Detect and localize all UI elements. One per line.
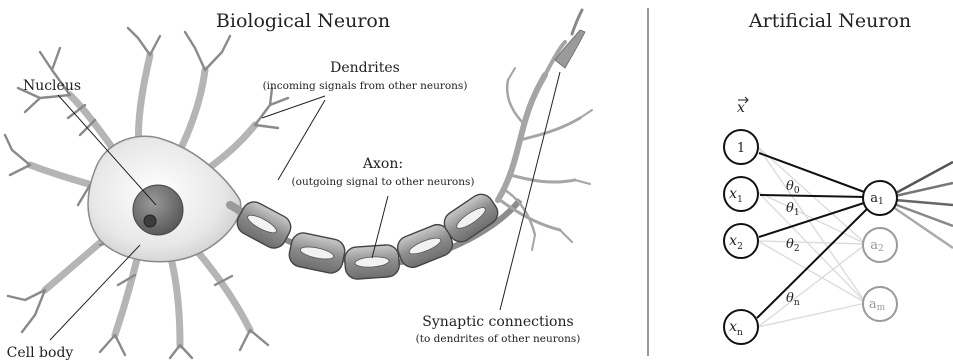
nucleolus-shape	[144, 215, 156, 227]
input-node-x2[interactable]: x2	[724, 224, 758, 258]
biological-title: Biological Neuron	[216, 10, 390, 32]
nucleus-label: Nucleus	[23, 78, 81, 94]
myelin-sheath	[233, 190, 520, 280]
input-node-x1[interactable]: x1	[724, 177, 758, 211]
synaptic-label: Synaptic connections	[422, 314, 573, 330]
theta-0-label: θ0	[786, 179, 800, 196]
input-node-xn[interactable]: xn	[724, 310, 758, 344]
dendrites-callout-2	[278, 100, 325, 180]
axon-label: Axon:	[362, 156, 403, 172]
input-vector-symbol: x	[737, 100, 745, 116]
dendrites-subtitle: (incoming signals from other neurons)	[263, 80, 468, 92]
edge-xn-a1	[757, 206, 870, 318]
theta-2-label: θ2	[786, 237, 800, 254]
edge-x2-a1	[759, 202, 867, 237]
activation-node-am[interactable]: am	[863, 287, 897, 321]
artificial-title: Artificial Neuron	[748, 10, 911, 32]
edge-x1-a1	[760, 195, 866, 197]
biological-neuron-illustration: Biological Neuron Nucleus Dendrites (inc…	[5, 10, 592, 361]
cellbody-label: Cell body	[7, 345, 74, 361]
axon-terminals	[498, 42, 592, 250]
input-node-bias[interactable]: 1	[724, 130, 758, 164]
artificial-neuron-diagram: Artificial Neuron	[724, 10, 953, 344]
weighted-edges	[757, 153, 870, 318]
theta-n-label: θn	[786, 291, 800, 308]
bias-node-label: 1	[737, 141, 745, 156]
nucleus-shape	[133, 185, 183, 235]
activation-node-a2[interactable]: a2	[863, 228, 897, 262]
output-edges	[893, 162, 953, 248]
input-vector-label: x	[737, 97, 748, 116]
dendrites-label: Dendrites	[330, 60, 400, 76]
axon-subtitle: (outgoing signal to other neurons)	[292, 176, 475, 188]
activation-node-a1[interactable]: a1	[863, 181, 897, 215]
synaptic-subtitle: (to dendrites of other neurons)	[416, 333, 581, 345]
